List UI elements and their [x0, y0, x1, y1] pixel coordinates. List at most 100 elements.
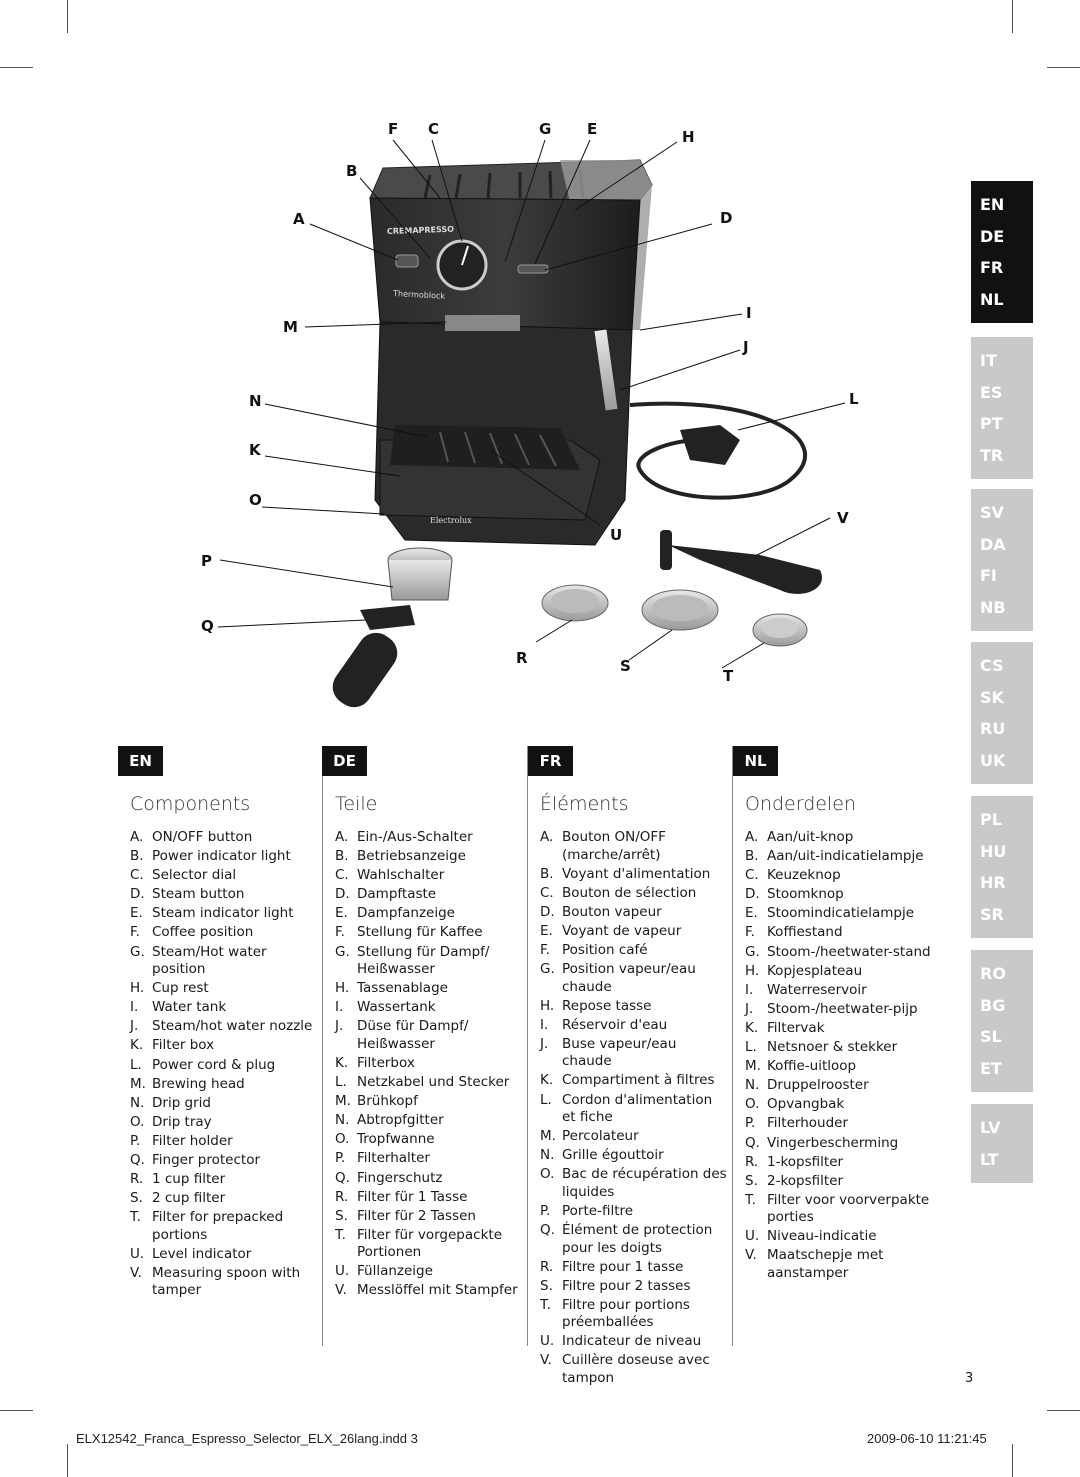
lang-tab-sv[interactable]: SV	[980, 503, 1004, 522]
component-item: M.Percolateur	[540, 1128, 728, 1146]
lang-tab-ru[interactable]: RU	[980, 719, 1006, 738]
component-item: I.Water tank	[130, 999, 318, 1017]
component-text: Ein-/Aus-Schalter	[357, 829, 473, 845]
lang-tab-es[interactable]: ES	[980, 382, 1003, 402]
lang-tab-nb[interactable]: NB	[980, 597, 1006, 617]
component-text: Bouton de sélection	[562, 884, 697, 901]
component-letter: K.	[130, 1037, 144, 1054]
component-text: Filter box	[152, 1037, 215, 1054]
component-letter: R.	[130, 1171, 144, 1188]
component-text: Netzkabel und Stecker	[357, 1074, 510, 1091]
component-letter: O.	[745, 1096, 760, 1113]
lang-tab-ro[interactable]: RO	[980, 964, 1006, 983]
callout-a: A	[293, 210, 305, 228]
lang-tab-da[interactable]: DA	[980, 534, 1006, 554]
component-text: Water tank	[152, 999, 227, 1016]
component-item: F.Coffee position	[130, 924, 318, 942]
lang-tab-pt[interactable]: PT	[980, 414, 1003, 433]
lang-tab-sr[interactable]: SR	[980, 904, 1004, 924]
component-letter: O.	[130, 1113, 145, 1130]
component-text: Filterhouder	[767, 1115, 848, 1132]
lang-tab-lv[interactable]: LV	[980, 1118, 1001, 1137]
component-text: Drip tray	[152, 1113, 212, 1130]
component-item: D.Bouton vapeur	[540, 904, 728, 922]
component-text: Grille égouttoir	[562, 1147, 664, 1164]
component-item: K.Filtervak	[745, 1020, 933, 1038]
component-text: Position vapeur/eau chaude	[562, 961, 696, 995]
component-item: I.Waterreservoir	[745, 982, 933, 1000]
component-letter: D.	[335, 886, 350, 903]
component-text: Filtre pour portions préemballées	[562, 1296, 690, 1331]
component-letter: H.	[540, 997, 555, 1014]
component-letter: L.	[335, 1074, 347, 1091]
lang-tab-sl[interactable]: SL	[980, 1027, 1002, 1046]
machine-thermoblock-text: Thermoblock	[392, 289, 446, 301]
footer-filename: ELX12542_Franca_Espresso_Selector_ELX_26…	[76, 1431, 418, 1446]
component-text: Measuring spoon with tamper	[152, 1264, 301, 1299]
component-letter: E.	[335, 905, 348, 922]
component-list: A.Bouton ON/OFF (marche/arrêt)B.Voyant d…	[540, 829, 728, 1387]
component-item: R.1 cup filter	[130, 1171, 318, 1189]
lang-tab-it[interactable]: IT	[980, 351, 997, 370]
lang-tab-hr[interactable]: HR	[980, 873, 1006, 892]
component-item: O.Bac de récupération des liquides	[540, 1166, 728, 1201]
component-letter: J.	[745, 1000, 754, 1017]
component-item: F.Position café	[540, 942, 728, 960]
component-item: B.Power indicator light	[130, 848, 318, 866]
lang-tab-tr[interactable]: TR	[980, 445, 1004, 465]
component-text: Indicateur de niveau	[562, 1333, 702, 1350]
component-item: C.Selector dial	[130, 867, 318, 885]
lang-tab-nl[interactable]: NL	[980, 289, 1004, 309]
component-letter: L.	[540, 1091, 552, 1108]
lang-tab-uk[interactable]: UK	[980, 750, 1006, 770]
component-letter: B.	[745, 848, 759, 865]
crop-mark	[1012, 0, 1013, 33]
component-item: H.Kopjesplateau	[745, 963, 933, 981]
lang-tab-et[interactable]: ET	[980, 1058, 1002, 1078]
lang-tab-pl[interactable]: PL	[980, 810, 1002, 829]
component-item: S.Filtre pour 2 tasses	[540, 1278, 728, 1296]
lang-tab-bg[interactable]: BG	[980, 995, 1006, 1015]
component-letter: T.	[745, 1191, 756, 1208]
column-title: Éléments	[540, 793, 629, 815]
component-letter: N.	[745, 1077, 760, 1094]
power-cord	[629, 401, 807, 500]
component-item: A.Bouton ON/OFF (marche/arrêt)	[540, 829, 728, 864]
lang-tab-sk[interactable]: SK	[980, 687, 1004, 707]
component-letter: A.	[540, 829, 554, 845]
component-item: D.Dampftaste	[335, 886, 522, 904]
filter-handle	[332, 632, 398, 708]
component-text: Cup rest	[152, 980, 209, 997]
lang-tab-cs[interactable]: CS	[980, 656, 1004, 675]
component-text: 2-kopsfilter	[767, 1172, 844, 1189]
tamper-spoon	[668, 545, 822, 594]
lang-tab-fr[interactable]: FR	[980, 258, 1004, 277]
component-text: Buse vapeur/eau chaude	[562, 1035, 677, 1070]
component-item: I.Wassertank	[335, 999, 522, 1017]
component-item: R.Filter für 1 Tasse	[335, 1189, 522, 1207]
component-letter: P.	[335, 1150, 346, 1167]
machine-brand-text: CREMAPRESSO	[387, 225, 455, 236]
component-text: Maatschepje met aanstamper	[767, 1247, 884, 1281]
component-letter: O.	[335, 1131, 350, 1148]
component-item: T.Filter für vorgepackte Portionen	[335, 1227, 522, 1262]
component-text: Füllanzeige	[357, 1263, 433, 1280]
component-text: Power indicator light	[152, 848, 291, 865]
lang-tab-fi[interactable]: FI	[980, 566, 997, 585]
component-item: G.Position vapeur/eau chaude	[540, 961, 728, 996]
component-text: Tropfwanne	[357, 1131, 435, 1148]
plug	[680, 425, 740, 465]
component-letter: C.	[745, 867, 759, 884]
component-text: Porte-filtre	[562, 1202, 634, 1219]
lang-group-1: EN DE FR NL	[971, 181, 1033, 323]
lang-tab-lt[interactable]: LT	[980, 1149, 999, 1169]
component-item: V.Maatschepje met aanstamper	[745, 1247, 933, 1282]
component-text: ON/OFF button	[152, 829, 253, 845]
component-text: Steam button	[152, 886, 245, 903]
lang-tab-en[interactable]: EN	[980, 195, 1005, 214]
lang-tab-de[interactable]: DE	[980, 226, 1005, 246]
component-letter: E.	[130, 905, 143, 922]
lang-tab-hu[interactable]: HU	[980, 841, 1007, 861]
